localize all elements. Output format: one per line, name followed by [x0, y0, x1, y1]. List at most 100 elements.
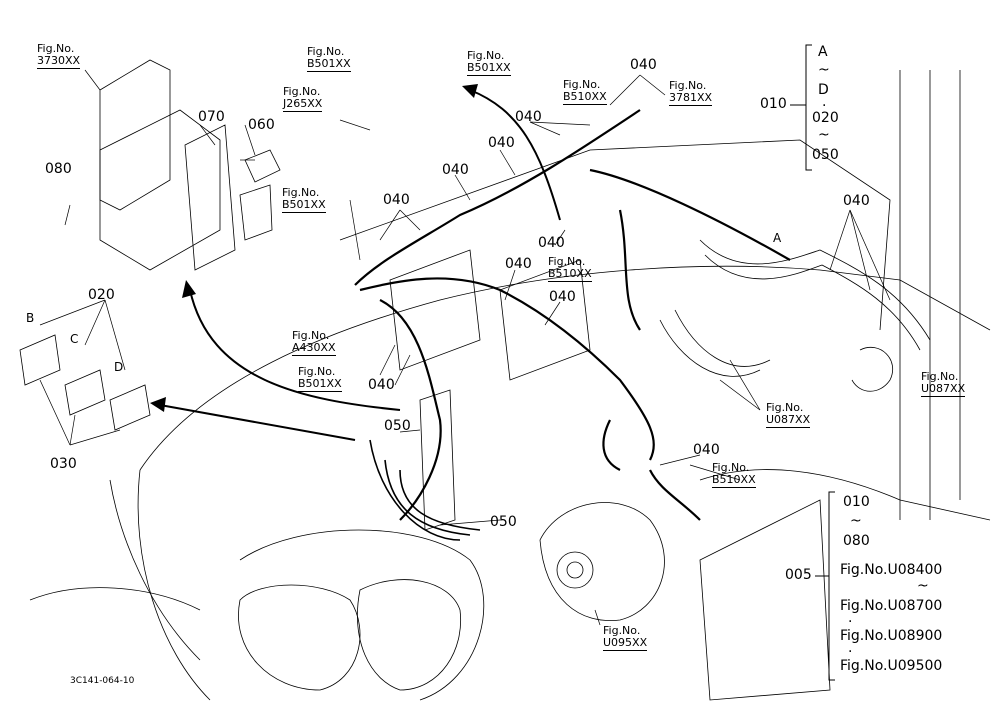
fig-ref-label: Fig.No.: [921, 370, 959, 383]
part-number-070: 070: [198, 109, 225, 125]
fig-ref-3781xx: Fig.No. 3781XX: [669, 79, 713, 106]
fig-ref-code: 3730XX: [37, 54, 81, 69]
alternator-pulley: [556, 551, 594, 589]
fig-ref-code: B501XX: [282, 198, 326, 213]
headlight-left: [238, 584, 361, 691]
fig-ref-code: U087XX: [921, 382, 966, 397]
fig-ref-j265xx: Fig.No. J265XX: [283, 85, 323, 112]
fig-ref-u087xx-right: Fig.No. U087XX: [921, 370, 966, 397]
part-number-040-h: 040: [549, 289, 576, 305]
part-number-010: 010: [760, 96, 787, 112]
fig-ref-label: Fig.No.: [298, 365, 336, 378]
fig-list-item-u08700: Fig.No.U08700: [840, 598, 943, 614]
grille-outline: [239, 529, 485, 701]
alternator-pulley-inner: [566, 561, 584, 579]
harness-branch-2: [379, 299, 442, 521]
range-brace-top: [805, 44, 812, 171]
hose-a2: [704, 254, 921, 351]
part-number-040-i: 040: [368, 377, 395, 393]
fig-list-item-u08900: Fig.No.U08900: [840, 628, 943, 644]
arrow-curve-relay: [189, 289, 401, 411]
fuse-leads-3: [399, 469, 481, 531]
fig-ref-code: B510XX: [712, 473, 756, 488]
fig-ref-code: B510XX: [563, 90, 607, 105]
range-top-d: D: [818, 82, 829, 98]
hood-outline: [139, 265, 821, 471]
part-number-030: 030: [50, 456, 77, 472]
fig-ref-b501xx-top-1: Fig.No. B501XX: [307, 46, 351, 72]
mount-bracket-2: [499, 259, 591, 381]
part-number-040-e: 040: [383, 192, 410, 208]
fig-ref-u095xx: Fig.No. U095XX: [603, 624, 648, 651]
alternator: [539, 502, 665, 622]
fuse-letter-d: D: [114, 360, 124, 374]
fig-ref-b501xx-top-2: Fig.No. B501XX: [467, 50, 511, 76]
part-number-050-upper: 050: [384, 418, 411, 434]
fuse-leads: [369, 439, 461, 541]
fig-list-item-u08400: Fig.No.U08400: [840, 562, 943, 578]
switch-060: [239, 184, 273, 241]
hose-intake-line: [659, 319, 761, 377]
fig-ref-code: B501XX: [307, 57, 351, 72]
fig-ref-label: Fig.No.: [283, 85, 321, 98]
fig-ref-label: Fig.No.: [669, 79, 707, 92]
range-top-dot: ·: [822, 98, 827, 114]
fig-ref-3730xx: Fig.No. 3730XX: [37, 42, 81, 69]
harness-branch-4: [618, 209, 641, 331]
part-number-060: 060: [248, 117, 275, 133]
hose-intake-line2: [674, 309, 771, 367]
harness-branch-3: [589, 168, 791, 261]
bracket-plate: [99, 109, 221, 271]
fig-ref-b510xx-mid: Fig.No. B510XX: [548, 256, 592, 282]
range-bottom-080: 080: [843, 533, 870, 549]
range-top-tilde-2: ~: [818, 127, 830, 143]
fig-ref-code: B501XX: [467, 61, 511, 76]
part-number-005: 005: [785, 567, 812, 583]
elbow-right: [851, 347, 893, 392]
fig-list-item-u09500: Fig.No.U09500: [840, 658, 943, 674]
hood-outline-lower: [137, 469, 211, 701]
range-top-020: 020: [812, 110, 839, 126]
part-number-020: 020: [88, 287, 115, 303]
bracket-3730: [99, 59, 171, 211]
fig-ref-label: Fig.No.: [766, 401, 804, 414]
fender-right: [819, 269, 991, 331]
fig-ref-code: B501XX: [298, 377, 342, 392]
fig-ref-label: Fig.No.: [467, 49, 505, 62]
part-number-040-a: 040: [630, 57, 657, 73]
fig-ref-code: 3781XX: [669, 91, 713, 106]
part-number-040-f: 040: [538, 235, 565, 251]
fig-ref-code: J265XX: [283, 97, 323, 112]
part-number-040-d: 040: [442, 162, 469, 178]
range-bottom-010: 010: [843, 494, 870, 510]
harness-branch-6: [602, 419, 621, 471]
fig-ref-b501xx-low: Fig.No. B501XX: [298, 366, 342, 392]
harness-letter-a: A: [773, 231, 782, 245]
fig-ref-b510xx-low: Fig.No. B510XX: [712, 462, 756, 488]
fuse-letter-c: C: [70, 332, 79, 346]
radiator-grille: [699, 499, 831, 701]
fig-ref-label: Fig.No.: [548, 255, 586, 268]
part-number-050-lower: 050: [490, 514, 517, 530]
front-panel: [109, 479, 201, 661]
dash-panel: [339, 139, 891, 331]
fig-ref-label: Fig.No.: [37, 42, 75, 55]
arrowhead-top: [462, 84, 478, 98]
range-top-a: A: [818, 44, 828, 60]
fig-list-tilde: ~: [917, 578, 929, 594]
fig-ref-code: A430XX: [292, 341, 336, 356]
frame-right: [699, 469, 991, 521]
fig-ref-label: Fig.No.: [603, 624, 641, 637]
fuse-letter-b: B: [26, 311, 35, 325]
fig-ref-b510xx-top: Fig.No. B510XX: [563, 79, 607, 105]
fig-ref-label: Fig.No.: [307, 45, 345, 58]
part-number-040-j: 040: [693, 442, 720, 458]
range-bottom-tilde: ~: [850, 513, 862, 529]
relay-060: [244, 149, 281, 183]
fuse-leads-2: [384, 459, 471, 536]
bumper-outline: [29, 587, 201, 611]
relay-bracket: [419, 389, 456, 531]
plate-070: [184, 124, 236, 271]
fig-ref-label: Fig.No.: [292, 329, 330, 342]
part-number-040-b: 040: [515, 109, 542, 125]
